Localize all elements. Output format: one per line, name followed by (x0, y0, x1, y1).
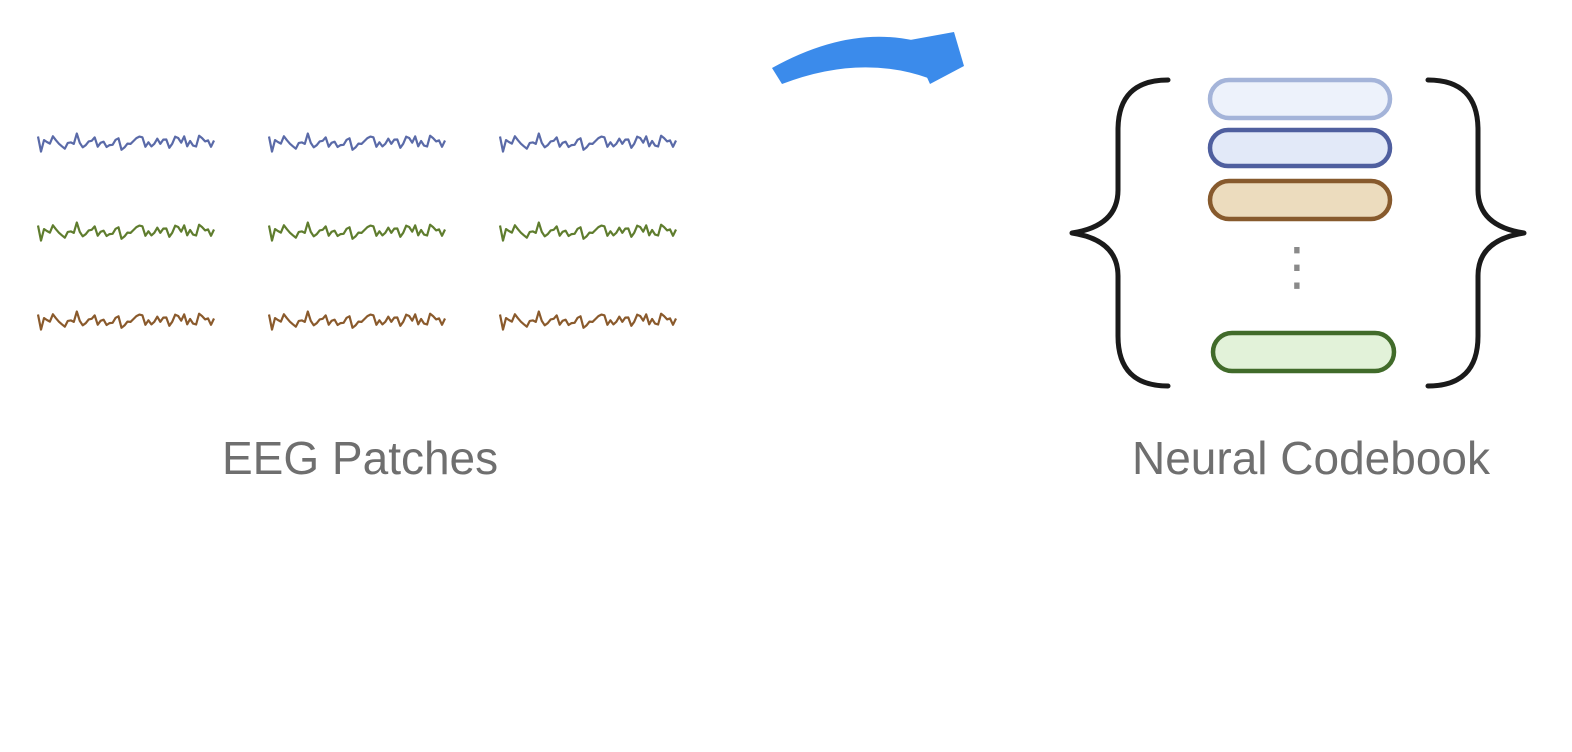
eeg-signal-green-3 (498, 221, 677, 242)
eeg-signal-brown-2 (267, 310, 446, 331)
left-brace-icon (1069, 77, 1171, 389)
codebook-entries (1207, 77, 1397, 374)
arrow-curve (772, 36, 938, 84)
eeg-signal-green-2 (267, 221, 446, 242)
eeg-signal-brown-1 (36, 310, 215, 331)
neural-codebook-label: Neural Codebook (1132, 432, 1491, 484)
arrow-head (910, 32, 964, 84)
codebook-entry-tan (1207, 178, 1393, 222)
right-brace-icon (1425, 77, 1527, 389)
codebook-entry-light-blue (1207, 77, 1393, 121)
eeg-signal-green-1 (36, 221, 215, 242)
eeg-signal-blue-1 (36, 132, 215, 153)
eeg-signal-blue-2 (267, 132, 446, 153)
eeg-patches-label: EEG Patches (222, 432, 499, 484)
codebook-entry-blue (1207, 127, 1393, 169)
neural-codebook: ⋮ (1069, 77, 1527, 389)
eeg-signal-blue-3 (498, 132, 677, 153)
eeg-signal-brown-3 (498, 310, 677, 331)
transform-arrow-icon (772, 32, 964, 84)
eeg-patch-grid (36, 132, 677, 331)
codebook-entry-green (1210, 330, 1397, 374)
ellipsis-icon: ⋮ (1271, 237, 1323, 297)
